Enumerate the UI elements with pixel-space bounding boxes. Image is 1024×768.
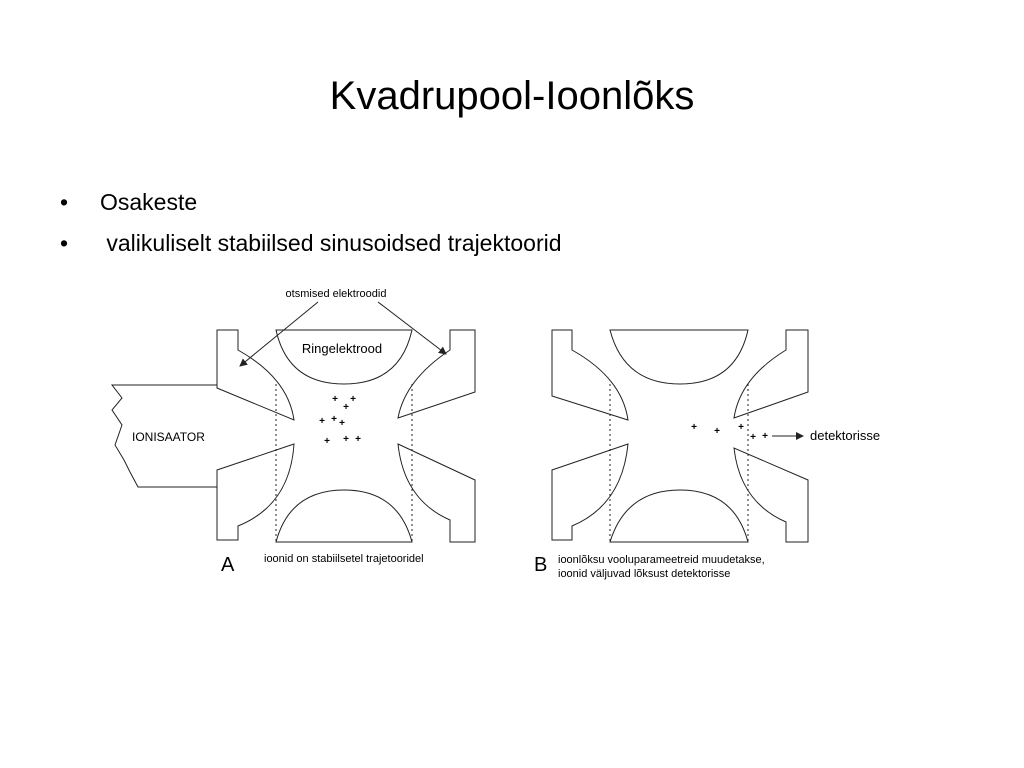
ion: + — [750, 432, 756, 443]
panel-a-letter: A — [221, 554, 235, 576]
ion: + — [738, 422, 744, 433]
right-end-electrode-upper — [733, 329, 809, 419]
right-end-electrode-lower — [733, 447, 809, 543]
ion: + — [714, 426, 720, 437]
panel-b-caption-line2: ioonid väljuvad lõksust detektorisse — [558, 568, 730, 580]
panel-a — [110, 301, 476, 543]
left-end-electrode-lower — [216, 443, 295, 541]
bullet-marker: • — [60, 189, 69, 215]
ring-electrode-bottom — [275, 489, 413, 543]
ion: + — [343, 402, 349, 413]
bullet-marker: • — [60, 230, 69, 256]
ion: + — [343, 434, 349, 445]
panel-b-caption-line1: ioonlõksu vooluparameetreid muudetakse, — [558, 554, 765, 566]
bullet-text: valikuliselt stabiilsed sinusoidsed traj… — [100, 230, 562, 256]
ion: + — [350, 394, 356, 405]
ion: + — [762, 431, 768, 442]
ring-electrode-top — [275, 329, 413, 385]
ring-electrode-top — [609, 329, 749, 385]
ionizer-label: IONISAATOR — [132, 430, 205, 444]
slide-title: Kvadrupool-Ioonlõks — [329, 74, 695, 118]
bullet-text: Osakeste — [100, 189, 198, 215]
ion: + — [339, 418, 345, 429]
arrow-to-left-electrode — [239, 301, 319, 367]
ionizer-box — [110, 384, 217, 488]
ion: + — [331, 414, 337, 425]
panel-b-letter: B — [534, 554, 547, 576]
ring-electrode-label: Ringelektrood — [302, 341, 382, 356]
ions-panel-b: + + + + + — [691, 422, 768, 443]
right-end-electrode-lower — [397, 443, 476, 543]
left-end-electrode-upper — [216, 329, 295, 421]
top-electrodes-label: otsmised elektroodid — [286, 288, 387, 300]
ion: + — [324, 436, 330, 447]
left-end-electrode-lower — [551, 443, 629, 541]
panel-a-caption: ioonid on stabiilsetel trajetooridel — [264, 553, 424, 565]
ion: + — [691, 422, 697, 433]
detector-label: detektorisse — [810, 428, 880, 443]
right-end-electrode-upper — [397, 329, 476, 419]
left-end-electrode-upper — [551, 329, 629, 421]
ions-panel-a: + + + + + + + + + — [319, 394, 361, 447]
ion: + — [319, 416, 325, 427]
ion: + — [332, 394, 338, 405]
ring-electrode-bottom — [609, 489, 749, 543]
panel-b — [551, 329, 809, 543]
ion: + — [355, 434, 361, 445]
arrow-to-right-electrode — [377, 301, 447, 355]
